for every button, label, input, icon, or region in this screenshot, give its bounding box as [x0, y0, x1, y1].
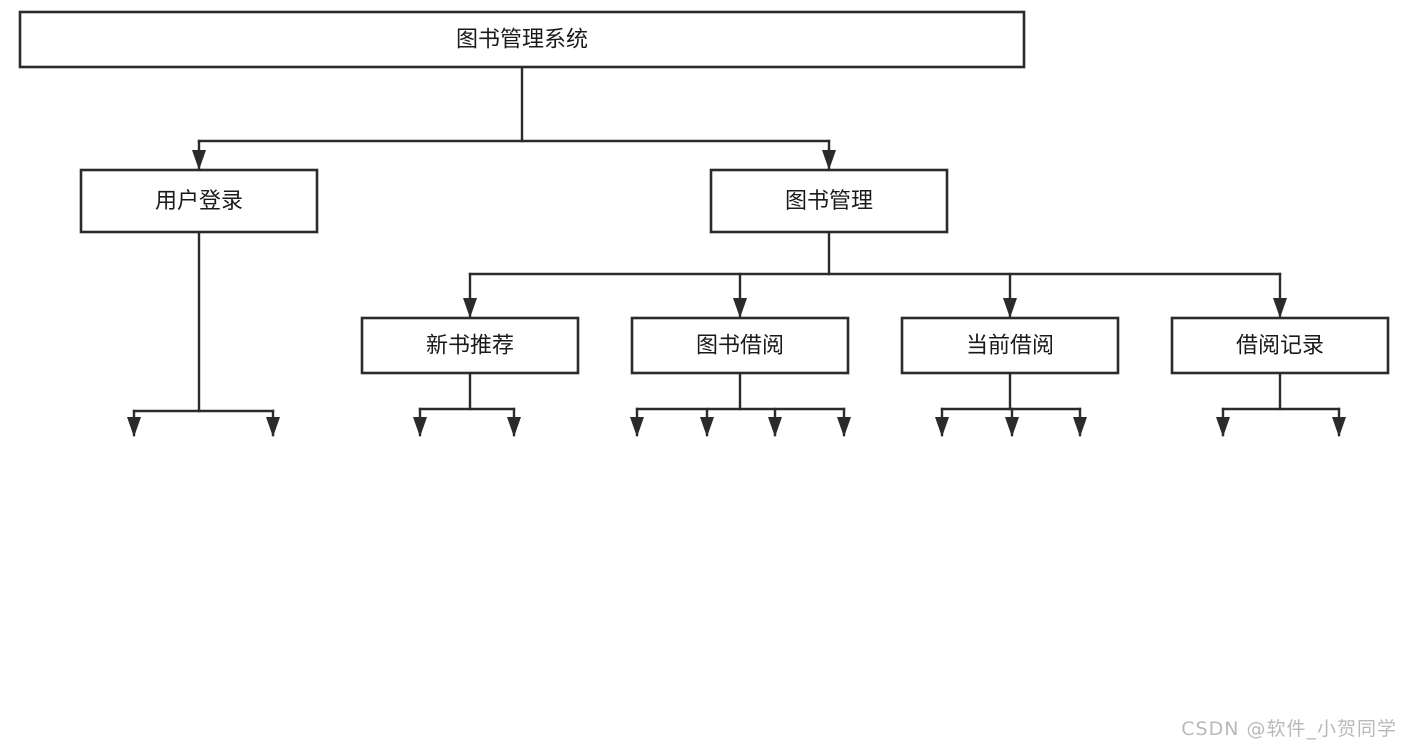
- arrow-head-icon: [1003, 298, 1017, 318]
- node-box[interactable]: [360, 316, 580, 375]
- connectors-layer: [127, 65, 1346, 437]
- arrow-head-icon: [1273, 298, 1287, 318]
- arrow-head-icon: [1005, 417, 1019, 437]
- node-box[interactable]: [79, 168, 319, 234]
- arrow-head-icon: [463, 298, 477, 318]
- boxes-layer: [18, 10, 1390, 375]
- arrow-head-icon: [1332, 417, 1346, 437]
- arrow-head-icon: [700, 417, 714, 437]
- node-label: 图书管理: [785, 189, 873, 214]
- arrow-head-icon: [630, 417, 644, 437]
- arrow-head-icon: [507, 417, 521, 437]
- arrow-head-icon: [1073, 417, 1087, 437]
- node-label: 当前借阅: [966, 334, 1054, 359]
- arrow-head-icon: [768, 417, 782, 437]
- arrow-head-icon: [733, 298, 747, 318]
- watermark-text: CSDN @软件_小贺同学: [1181, 718, 1397, 740]
- node-label: 图书管理系统: [456, 28, 588, 53]
- arrow-head-icon: [837, 417, 851, 437]
- arrow-head-icon: [1216, 417, 1230, 437]
- arrow-head-icon: [127, 417, 141, 437]
- arrow-head-icon: [935, 417, 949, 437]
- node-box[interactable]: [1170, 316, 1390, 375]
- node-box[interactable]: [900, 316, 1120, 375]
- node-box[interactable]: [709, 168, 949, 234]
- node-label: 图书借阅: [696, 334, 784, 359]
- node-label: 用户登录: [155, 189, 243, 214]
- arrow-head-icon: [266, 417, 280, 437]
- node-box[interactable]: [18, 10, 1026, 69]
- arrow-head-icon: [192, 150, 206, 170]
- arrow-head-icon: [822, 150, 836, 170]
- node-box[interactable]: [630, 316, 850, 375]
- node-label: 新书推荐: [426, 334, 514, 359]
- arrow-head-icon: [413, 417, 427, 437]
- node-label: 借阅记录: [1236, 334, 1324, 359]
